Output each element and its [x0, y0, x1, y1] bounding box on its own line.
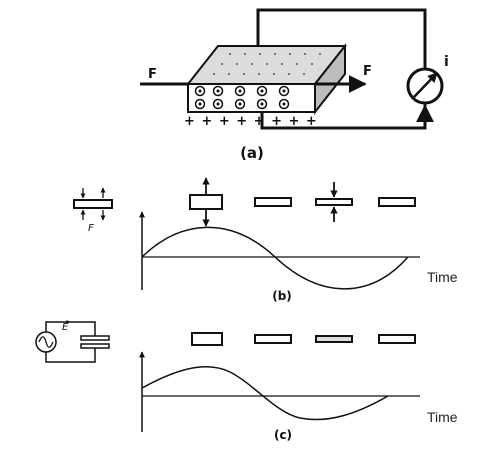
force-label-left: F: [148, 67, 157, 82]
plate-c-3: [315, 335, 353, 343]
dipole-dots: [198, 89, 286, 106]
ammeter-needle-icon: [413, 72, 438, 98]
plate-stretched: [189, 194, 223, 210]
top-face-dots: [213, 53, 321, 75]
caption-c: (c): [274, 428, 292, 442]
sine-wave-c: [141, 366, 389, 421]
plate-rest-1: [254, 197, 292, 207]
source-wire: [45, 321, 96, 336]
caption-a: (a): [240, 144, 264, 162]
dipole-symbols: [194, 85, 290, 110]
plate-compressed: [315, 198, 353, 206]
panel-a: + + + + + + + + F F i (a): [140, 8, 449, 162]
source-return-wire: [45, 348, 96, 363]
crystal-front-face: [187, 83, 316, 113]
circuit-wire: [256, 8, 427, 70]
time-label-b: Time: [427, 269, 458, 285]
time-label-c: Time: [427, 409, 458, 425]
current-label: i: [444, 54, 449, 70]
source-plate-bottom: [80, 343, 110, 349]
source-label: E: [62, 322, 69, 333]
plate-c-4: [378, 334, 416, 344]
force-label-right: F: [363, 64, 372, 79]
charge-row: + + + + + + + +: [184, 114, 318, 129]
plate-legend: [73, 199, 113, 209]
caption-b: (b): [272, 289, 292, 303]
ac-sine-symbol: [38, 336, 54, 348]
plate-c-2: [254, 334, 292, 344]
sine-wave-b: [141, 226, 409, 290]
panel-b: F Time (b): [73, 177, 458, 303]
panel-c: E Time (c): [35, 320, 458, 442]
plate-c-1: [191, 332, 223, 346]
source-plate-top: [80, 335, 110, 341]
legend-force-label: F: [88, 223, 94, 234]
plate-rest-2: [378, 197, 416, 207]
